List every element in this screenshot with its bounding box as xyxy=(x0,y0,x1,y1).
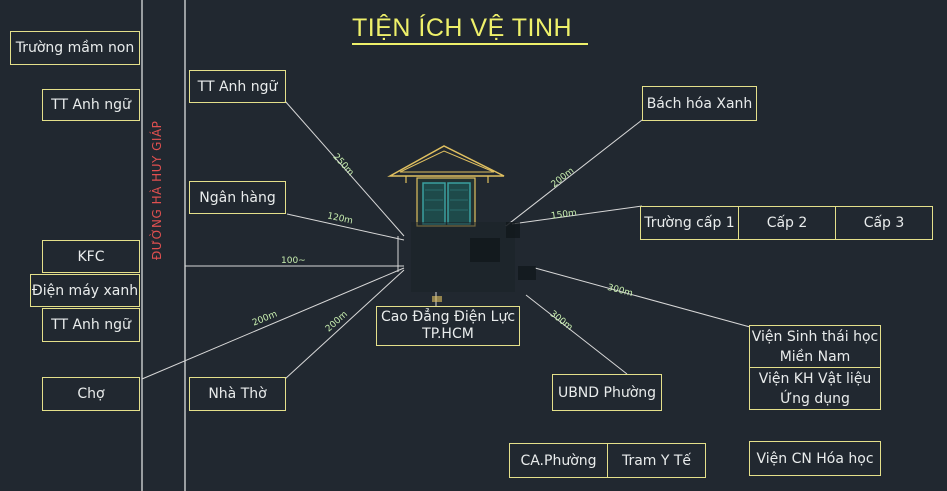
line-ubnd xyxy=(525,294,628,375)
box-tt-anh-ngu-mid: TT Anh ngữ xyxy=(189,70,286,103)
center-line-1: Cao Đẳng Điện Lực xyxy=(380,309,516,325)
house-icon xyxy=(387,145,536,302)
box-tt-anh-ngu-left-1: TT Anh ngữ xyxy=(42,89,140,121)
vien-sinh-thai-line-2: Miền Nam xyxy=(779,348,851,365)
box-truong-cap-1: Trường cấp 1 xyxy=(640,206,739,240)
center-line-2: TP.HCM xyxy=(422,326,474,342)
line-cho xyxy=(141,267,405,380)
vien-sinh-thai-line-1: Viện Sinh thái học xyxy=(751,328,879,345)
box-cap-3: Cấp 3 xyxy=(835,206,933,240)
box-cho: Chợ xyxy=(42,377,140,411)
box-vien-hoa-hoc: Viện CN Hóa học xyxy=(749,441,881,476)
line-vien xyxy=(534,267,751,328)
box-ubnd-phuong: UBND Phường xyxy=(552,374,662,411)
line-bach-hoa xyxy=(505,119,643,227)
title-underline xyxy=(352,43,588,45)
box-dien-may-xanh: Điện máy xanh xyxy=(30,274,140,307)
box-vien-sinh-thai: Viện Sinh thái học Miền Nam xyxy=(749,325,881,368)
line-truong xyxy=(511,205,643,225)
dist-road: 100~ xyxy=(281,256,306,266)
box-tt-anh-ngu-left-2: TT Anh ngữ xyxy=(42,308,140,342)
box-bach-hoa-xanh: Bách hóa Xanh xyxy=(642,86,757,121)
vien-vat-lieu-line-1: Viện KH Vật liệu xyxy=(758,370,872,387)
line-anh-ngu xyxy=(284,100,405,237)
box-nha-tho: Nhà Thờ xyxy=(189,377,286,411)
box-ca-phuong: CA.Phường xyxy=(509,443,608,478)
box-truong-mam-non: Trường mầm non xyxy=(10,31,140,65)
box-vien-vat-lieu: Viện KH Vật liệu Ứng dụng xyxy=(749,367,881,410)
box-center-college: Cao Đẳng Điện Lực TP.HCM xyxy=(376,306,520,346)
box-kfc: KFC xyxy=(42,240,140,273)
box-tram-y-te: Tram Y Tế xyxy=(607,443,706,478)
road-label: ĐƯỜNG HÀ HUY GIÁP xyxy=(150,120,164,261)
page-title: TIỆN ÍCH VỆ TINH xyxy=(352,14,573,42)
line-nha-tho xyxy=(284,269,405,380)
line-ngan-hang xyxy=(286,213,405,241)
vien-vat-lieu-line-2: Ứng dụng xyxy=(780,390,850,407)
box-cap-2: Cấp 2 xyxy=(738,206,836,240)
box-ngan-hang: Ngân hàng xyxy=(189,181,286,214)
